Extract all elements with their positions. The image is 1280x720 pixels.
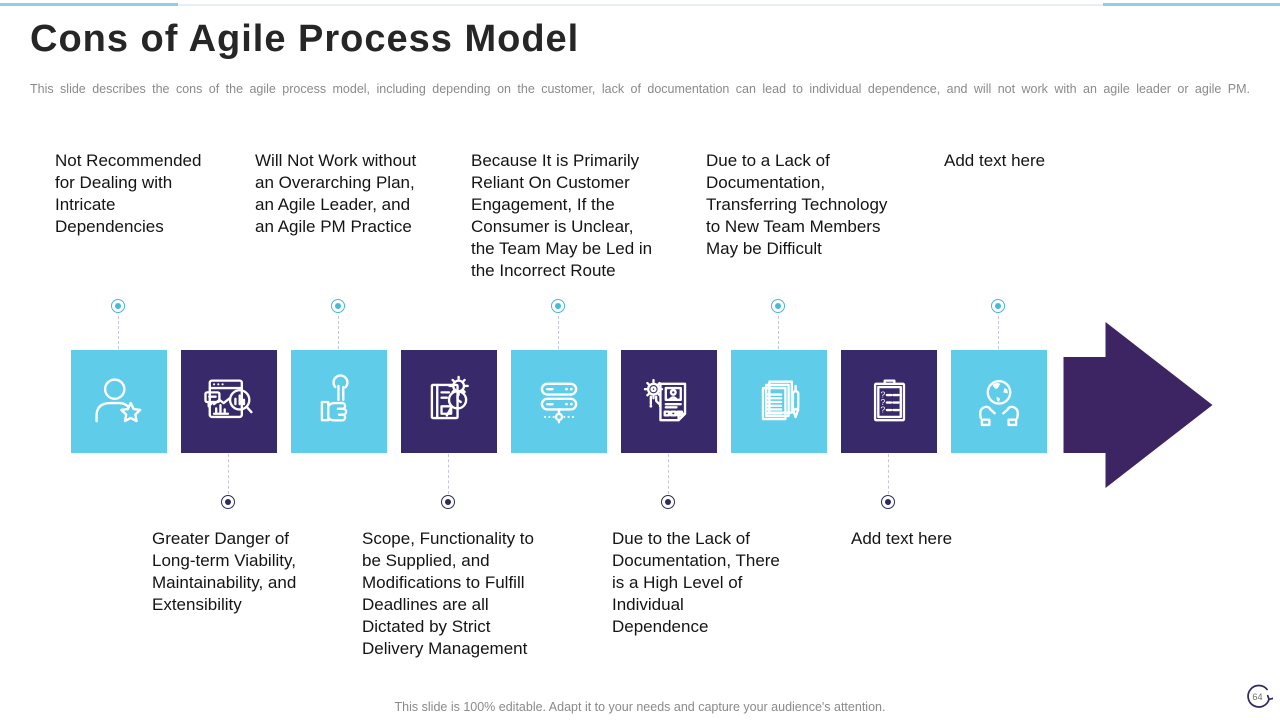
dashed-connector: [558, 316, 559, 349]
documents-pen-icon: [761, 380, 800, 420]
page-number-badge: 64: [1247, 684, 1273, 708]
dashed-connector: [228, 454, 229, 494]
dashed-connector: [448, 454, 449, 494]
connector-dot-bottom: [661, 495, 675, 509]
connector-dot-top: [771, 299, 785, 313]
top-divider-line: [0, 4, 1280, 6]
connector-dot-top: [551, 299, 565, 313]
top-label-3: Because It is Primarily Reliant On Custo…: [471, 151, 653, 280]
connector-dot-bottom: [441, 495, 455, 509]
tile-server-stack[interactable]: [511, 350, 607, 453]
editable-note: This slide is 100% editable. Adapt it to…: [394, 700, 886, 714]
add-text-placeholder-top[interactable]: Add text here: [944, 151, 1046, 170]
checklist-clipboard-icon: ? ? ?: [873, 378, 906, 421]
id-document-gear-icon: [643, 378, 687, 421]
top-accent-line-right: [1103, 3, 1280, 6]
hands-holding-globe-icon: [979, 379, 1019, 426]
dashed-connector: [998, 316, 999, 349]
top-accent-line-left: [0, 3, 178, 6]
browser-analytics-magnifier-icon: [204, 378, 253, 418]
page-title: Cons of Agile Process Model: [30, 18, 580, 60]
tile-blueprint-gear[interactable]: [401, 350, 497, 453]
connector-dot-bottom: [881, 495, 895, 509]
dashed-connector: [118, 316, 119, 349]
tile-browser-analytics[interactable]: [181, 350, 277, 453]
connector-dot-bottom: [221, 495, 235, 509]
dashed-connector: [668, 454, 669, 494]
tile-id-document[interactable]: [621, 350, 717, 453]
blueprint-gear-magnifier-icon: [430, 375, 469, 419]
timeline-arrow: [1063, 322, 1213, 488]
slide-description: This slide describes the cons of the agi…: [30, 82, 1250, 96]
tile-user-star[interactable]: [71, 350, 167, 453]
svg-text:?: ?: [880, 404, 885, 414]
top-label-1: Not Recommended for Dealing with Intrica…: [55, 151, 202, 236]
connector-dot-top: [991, 299, 1005, 313]
bottom-label-3: Due to the Lack of Documentation, There …: [612, 529, 780, 636]
bottom-label-2: Scope, Functionality to be Supplied, and…: [362, 529, 534, 658]
bottom-label-1: Greater Danger of Long-term Viability, M…: [152, 529, 297, 614]
top-label-4: Due to a Lack of Documentation, Transfer…: [706, 151, 888, 258]
page-number: 64: [1252, 692, 1262, 702]
dashed-connector: [778, 316, 779, 349]
tile-documents-pen[interactable]: [731, 350, 827, 453]
connector-dot-top: [111, 299, 125, 313]
tile-hand-wrench[interactable]: [291, 350, 387, 453]
tile-hands-globe[interactable]: [951, 350, 1047, 453]
connector-dot-top: [331, 299, 345, 313]
hand-holding-wrench-icon: [320, 373, 349, 422]
top-label-2: Will Not Work without an Overarching Pla…: [255, 151, 417, 236]
dashed-connector: [338, 316, 339, 349]
user-star-icon: [95, 377, 142, 422]
svg-text:?: ?: [880, 389, 885, 399]
server-stack-icon: [540, 382, 578, 423]
svg-text:?: ?: [880, 397, 885, 407]
dashed-connector: [888, 454, 889, 494]
add-text-placeholder-bottom[interactable]: Add text here: [851, 529, 953, 548]
tile-checklist[interactable]: ? ? ?: [841, 350, 937, 453]
